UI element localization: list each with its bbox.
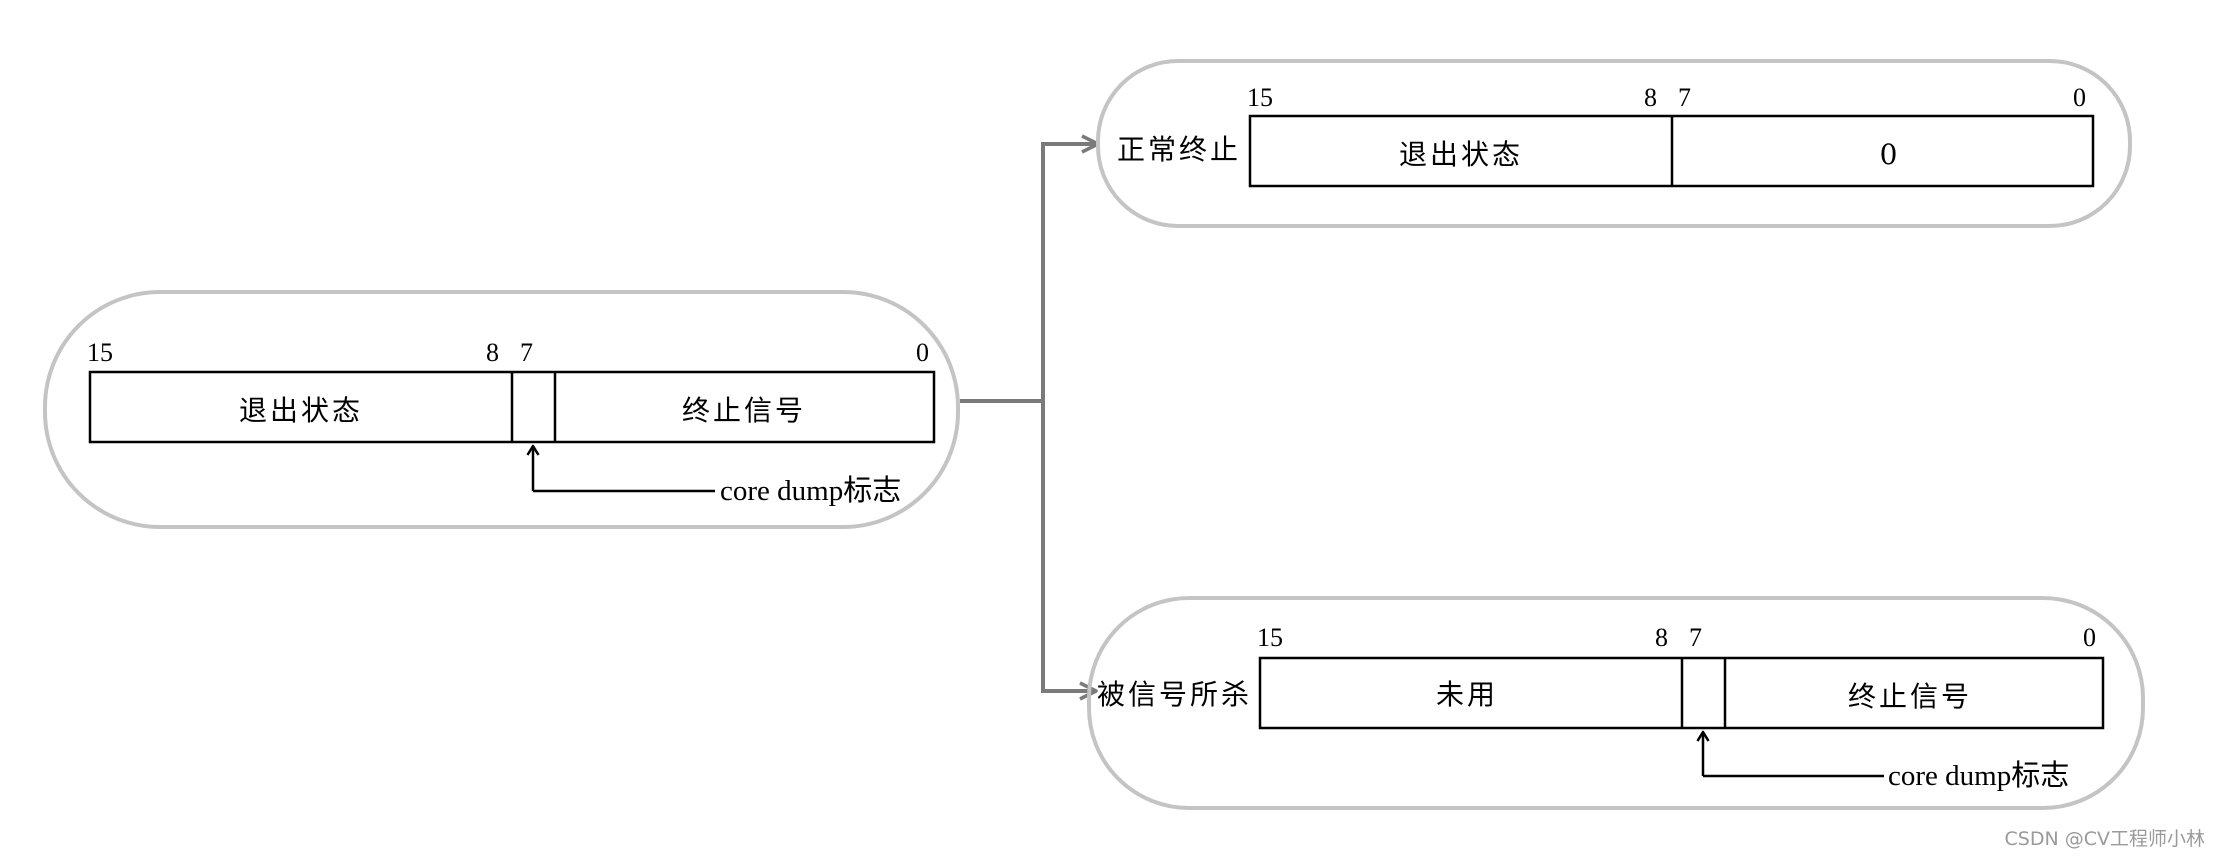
normal-case-label: 正常终止	[1117, 133, 1241, 166]
signal-bit-7: 7	[1689, 623, 1702, 652]
normal-field-exit-status: 退出状态	[1399, 138, 1523, 171]
signal-panel: 被信号所杀 15 8 7 0 未用 终止信号 core dump标志	[1087, 596, 2145, 810]
watermark: CSDN @CV工程师小林	[2005, 828, 2205, 850]
connectors	[960, 134, 1100, 701]
signal-field-term-signal: 终止信号	[1848, 680, 1972, 713]
signal-case-label: 被信号所杀	[1097, 678, 1252, 711]
main-panel: 15 8 7 0 退出状态 终止信号 core dump标志	[43, 290, 960, 529]
signal-bit-8: 8	[1655, 623, 1668, 652]
main-bit-15: 15	[87, 338, 113, 367]
signal-panel-frame	[1087, 596, 2145, 810]
normal-bit-7: 7	[1678, 83, 1691, 112]
signal-bit-0: 0	[2083, 623, 2096, 652]
main-bit-0: 0	[916, 338, 929, 367]
normal-panel: 正常终止 15 8 7 0 退出状态 0	[1096, 59, 2132, 228]
signal-field-unused: 未用	[1436, 678, 1498, 711]
normal-bit-15: 15	[1247, 83, 1273, 112]
signal-core-dump-label: core dump标志	[1888, 759, 2069, 792]
normal-panel-frame	[1096, 59, 2132, 228]
main-panel-frame	[43, 290, 960, 529]
main-field-term-signal: 终止信号	[682, 394, 806, 427]
normal-bit-0: 0	[2073, 83, 2086, 112]
main-field-exit-status: 退出状态	[239, 394, 363, 427]
normal-bit-8: 8	[1644, 83, 1657, 112]
normal-field-zero: 0	[1880, 138, 1901, 171]
main-bit-8: 8	[486, 338, 499, 367]
main-bit-7: 7	[520, 338, 533, 367]
main-core-dump-label: core dump标志	[720, 474, 901, 507]
signal-bit-15: 15	[1257, 623, 1283, 652]
